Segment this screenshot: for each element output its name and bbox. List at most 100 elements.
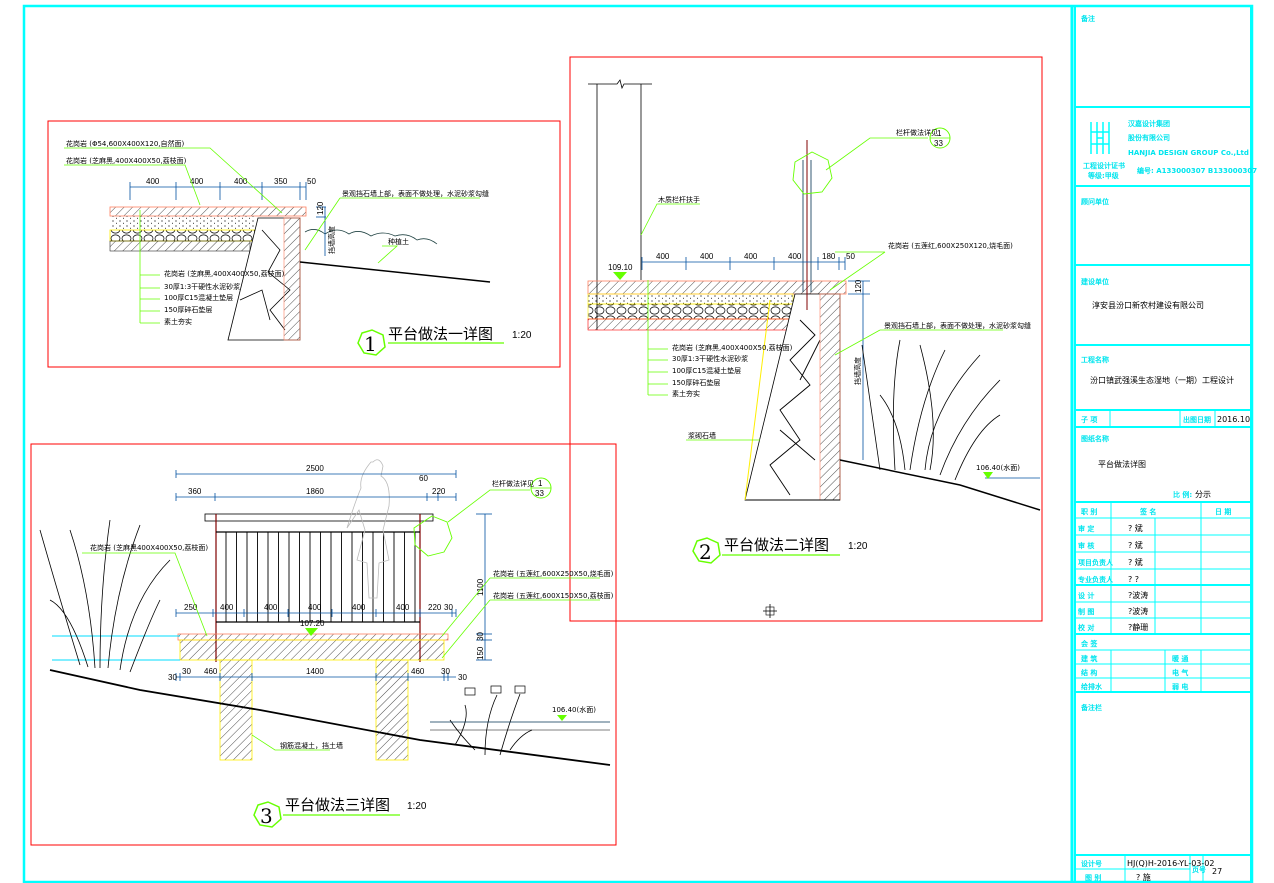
company-logo-icon <box>1090 122 1110 154</box>
dim-label: 400 <box>396 603 410 612</box>
company-name-cn: 汉嘉设计集团 <box>1128 119 1170 128</box>
leader-label: 浆砌石墙 <box>688 431 716 440</box>
countersign-discipline: 电 气 <box>1172 668 1188 677</box>
certificate-grade: 等级:甲级 <box>1087 171 1120 180</box>
mortar-layer <box>587 293 794 305</box>
dim-label: 50 <box>307 177 316 186</box>
sign-role: 项目负责人 <box>1078 558 1114 567</box>
signer-name: ?波涛 <box>1128 606 1148 616</box>
dim-label: 250 <box>184 603 198 612</box>
layer-label: 150厚碎石垫层 <box>164 305 212 314</box>
signer-name: ? ? <box>1128 575 1139 584</box>
leader-label: 木质栏杆扶手 <box>658 195 700 204</box>
leader-label: 花岗岩 (芝麻黑400X400X50,荔枝面) <box>90 543 208 552</box>
leader-label: 种植土 <box>388 237 409 246</box>
client-label: 建设单位 <box>1081 277 1109 286</box>
sign-role: 审 定 <box>1078 524 1094 533</box>
issue-date: 2016.10 <box>1217 415 1250 424</box>
detail-title: 平台做法三详图 <box>285 796 390 814</box>
layer-label: 花岗岩 (芝麻黑,400X400X50,荔枝面) <box>164 269 285 278</box>
scale-value: 分示 <box>1195 490 1211 499</box>
gravel-layer <box>109 229 257 242</box>
detail-2-viewport <box>569 56 1043 622</box>
detail-scale: 1:20 <box>512 330 532 341</box>
countersign-discipline: 弱 电 <box>1172 682 1188 691</box>
detail-number-marker <box>253 801 282 828</box>
layer-label: 100厚C15混凝土垫层 <box>672 366 741 375</box>
detail-number: 1 <box>364 332 377 356</box>
leader-label: 花岗岩 (五莲红,600X150X50,荔枝面) <box>493 591 614 600</box>
dim-label: 220 <box>428 603 442 612</box>
layer-label: 100厚C15混凝土垫层 <box>164 293 233 302</box>
dim-label: 150 <box>476 646 485 660</box>
sign-header: 签 名 <box>1139 507 1156 516</box>
project-name: 汾口镇武强溪生态湿地（一期）工程设计 <box>1090 375 1234 385</box>
soil-layer <box>587 318 794 331</box>
signer-name: ? 斌 <box>1128 557 1143 567</box>
page-number: 27 <box>1212 867 1222 876</box>
water-level-label: 106.40(水面) <box>976 463 1020 472</box>
scale-label: 比 例: <box>1173 490 1192 499</box>
dim-label: 400 <box>700 252 714 261</box>
dim-label: 400 <box>656 252 670 261</box>
sign-header: 职 别 <box>1081 507 1097 516</box>
dim-label: 1400 <box>306 667 324 676</box>
leader-label: 花岗岩 (Φ54,600X400X120,自然面) <box>66 139 184 148</box>
elevation-label: 107.20 <box>300 619 325 628</box>
ground-line <box>49 669 611 766</box>
dim-label: 50 <box>846 252 855 261</box>
design-number-label: 设计号 <box>1081 859 1102 868</box>
leader-label: 景观挡石墙上部，表面不做处理，水泥砂浆勾缝 <box>342 189 489 198</box>
dim-label: 120 <box>316 201 325 215</box>
countersign-discipline: 建 筑 <box>1081 654 1097 663</box>
detail-number: 2 <box>699 540 712 564</box>
date-label: 出图日期 <box>1183 415 1211 424</box>
elevation-marker <box>305 628 318 636</box>
detail-number: 3 <box>260 804 273 828</box>
pier-left <box>219 659 253 761</box>
page-label: 页号 <box>1192 865 1206 874</box>
handrail <box>204 513 434 522</box>
detail-title: 平台做法二详图 <box>724 536 829 554</box>
countersign-discipline: 给排水 <box>1081 682 1103 691</box>
ground-line <box>839 459 1041 511</box>
detail-number-marker <box>692 537 721 564</box>
dim-label: 30 <box>182 667 191 676</box>
dim-label: 30 <box>444 603 453 612</box>
signer-name: ? 斌 <box>1128 523 1143 533</box>
sign-role: 校 对 <box>1078 623 1094 632</box>
signer-name: ? 斌 <box>1128 540 1143 550</box>
leader-label: 花岗岩 (五莲红,600X250X120,烧毛面) <box>888 241 1013 250</box>
dim-label: 30 <box>441 667 450 676</box>
grass-icon <box>39 519 171 673</box>
human-scale-figure <box>346 459 390 599</box>
drawing-name-label: 图纸名称 <box>1081 434 1109 443</box>
sign-role: 制 图 <box>1078 607 1094 616</box>
countersign-discipline: 暖 通 <box>1172 654 1189 663</box>
dim-label: 400 <box>788 252 802 261</box>
client-name: 淳安县汾口新农村建设有限公司 <box>1092 300 1204 310</box>
dim-label: 60 <box>419 474 428 483</box>
design-number: HJ(Q)H-2016-YL-03-02 <box>1127 859 1214 868</box>
leader-label: 钢筋混凝土，挡土墙 <box>280 741 343 750</box>
deck-paving <box>177 633 449 641</box>
detail-3: 106.40(水面) 107.20 2500 360 1860 60 220 2… <box>30 443 617 846</box>
water-level-marker <box>983 472 993 479</box>
callout-num: 1 <box>937 129 942 138</box>
dim-label: 400 <box>190 177 204 186</box>
detail-callout-circle <box>413 515 453 557</box>
dim-label: 120 <box>854 279 863 293</box>
balusters <box>225 532 416 622</box>
category-value: ? 施 <box>1136 872 1151 882</box>
dim-label: 30 <box>458 673 467 682</box>
dim-label: 30 <box>168 673 177 682</box>
layer-label: 30厚1:3干硬性水泥砂浆 <box>164 282 240 291</box>
dim-label: 400 <box>264 603 278 612</box>
sign-role: 审 核 <box>1078 541 1094 550</box>
remarks-label: 备注 <box>1080 14 1095 23</box>
dim-label: 220 <box>432 487 446 496</box>
detail-callout-circle <box>792 151 833 195</box>
gravel-layer <box>587 303 794 320</box>
countersign-discipline: 结 构 <box>1080 668 1097 677</box>
